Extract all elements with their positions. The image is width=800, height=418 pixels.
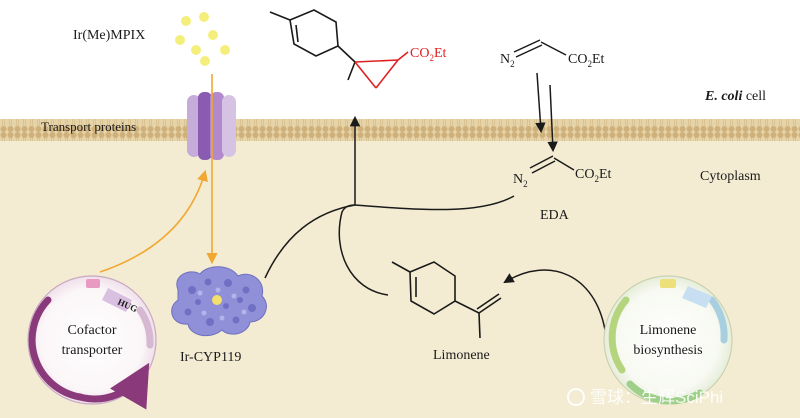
eda-top-n: N bbox=[500, 52, 510, 67]
transporter-to-channel-arrow bbox=[99, 169, 208, 273]
limonene-structure bbox=[391, 261, 502, 339]
reaction-arrows bbox=[264, 115, 515, 296]
limonene-biosynthesis-line1: Limonene bbox=[640, 323, 697, 338]
eda-bottom-n: N bbox=[513, 172, 523, 187]
extracellular-space bbox=[0, 0, 800, 120]
transport-proteins-label: Transport proteins bbox=[41, 119, 136, 134]
eda-bottom-sub: 2 bbox=[594, 174, 599, 184]
cofactor-molecules bbox=[175, 12, 230, 66]
cell-label: E. coli cell bbox=[704, 89, 766, 104]
eda-bottom-n2: N2 bbox=[513, 172, 528, 189]
eda-top-structure bbox=[513, 39, 567, 58]
product-ester-sub: 2 bbox=[429, 53, 434, 63]
watermark-text: 雪球：生辉SciPhi bbox=[590, 388, 723, 407]
cofactor-transporter-ring bbox=[27, 275, 157, 410]
eda-top-n2: N2 bbox=[500, 52, 515, 69]
limonene-biosynthesis-line2: biosynthesis bbox=[633, 343, 702, 358]
eda-import-arrow-1 bbox=[535, 72, 546, 134]
eda-bottom-et: Et bbox=[599, 167, 612, 182]
limonene-label: Limonene bbox=[433, 348, 490, 363]
eda-top-n2-sub: 2 bbox=[510, 59, 515, 69]
watermark: 雪球：生辉SciPhi bbox=[567, 388, 723, 407]
cofactor-transporter-line2: transporter bbox=[62, 343, 123, 358]
product-ester-et: Et bbox=[434, 46, 447, 61]
cofactor-transporter-line1: Cofactor bbox=[68, 323, 117, 338]
eda-top-co: CO bbox=[568, 52, 587, 67]
eda-bottom-structure bbox=[529, 155, 575, 174]
transport-protein bbox=[187, 92, 236, 160]
cofactor-label: Ir(Me)MPIX bbox=[73, 28, 145, 43]
eda-label: EDA bbox=[540, 208, 570, 223]
cofactor-bound-dot bbox=[212, 295, 222, 305]
eda-bottom-co: CO bbox=[575, 167, 594, 182]
enzyme-label: Ir-CYP119 bbox=[180, 350, 241, 365]
eda-top-et: Et bbox=[592, 52, 605, 67]
limonene-biosynthesis-ring bbox=[603, 275, 733, 405]
cell-species: E. coli bbox=[704, 89, 742, 104]
eda-top-sub: 2 bbox=[587, 59, 592, 69]
enzyme-blob bbox=[171, 266, 267, 337]
eda-top-ester: CO2Et bbox=[568, 52, 605, 69]
product-ester-label: CO2Et bbox=[410, 46, 447, 63]
cell-suffix: cell bbox=[742, 89, 766, 104]
cyclopropane-product bbox=[269, 9, 409, 89]
cytoplasm-label: Cytoplasm bbox=[700, 169, 761, 184]
eda-bottom-n2-sub: 2 bbox=[523, 179, 528, 189]
product-ester-co: CO bbox=[410, 46, 429, 61]
eda-import-arrow-2 bbox=[547, 84, 558, 153]
eda-bottom-ester: CO2Et bbox=[575, 167, 612, 184]
biosynthesis-arrow bbox=[503, 269, 606, 331]
